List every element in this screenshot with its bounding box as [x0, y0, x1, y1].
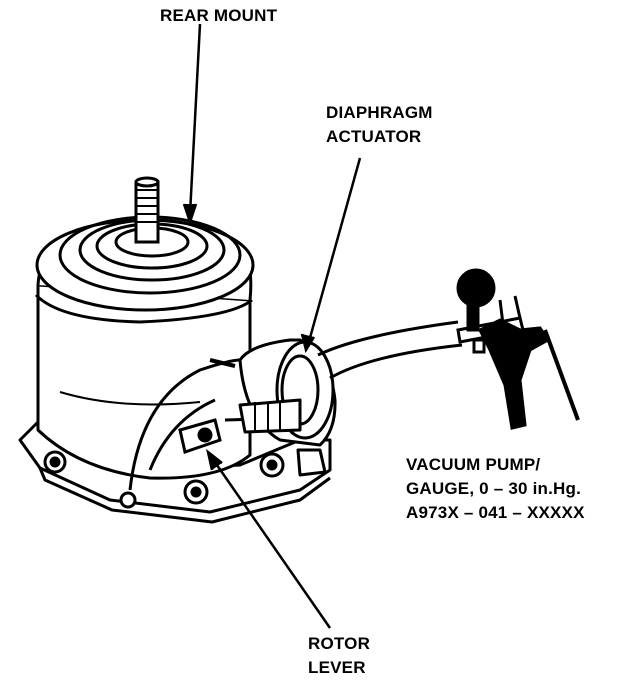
arrow-rotor [206, 448, 223, 471]
vacuum-pump-gauge [456, 268, 580, 430]
label-rear-mount: REAR MOUNT [160, 6, 278, 25]
threaded-stud [134, 176, 160, 244]
arrow-diaphragm [300, 333, 316, 354]
label-pump-line3: A973X – 041 – XXXXX [406, 503, 585, 522]
label-diaphragm-line1: DIAPHRAGM [326, 103, 433, 122]
vacuum-hose [317, 320, 463, 380]
label-pump-line2: GAUGE, 0 – 30 in.Hg. [406, 479, 581, 498]
leader-diaphragm [306, 157, 362, 346]
label-diaphragm-line2: ACTUATOR [326, 127, 421, 146]
leader-rear-mount [188, 23, 202, 215]
label-rotor-line2: LEVER [308, 658, 366, 677]
arrow-rear-mount [182, 203, 198, 226]
flange-bolt [43, 450, 67, 474]
flange-bolt [259, 452, 285, 478]
cutaway-window [128, 358, 241, 491]
leader-lines [182, 23, 362, 629]
label-rotor-line1: ROTOR [308, 634, 370, 653]
leader-rotor [208, 454, 332, 629]
flange-bolt [119, 491, 137, 509]
label-pump-line1: VACUUM PUMP/ [406, 455, 540, 474]
flange-bolt [183, 479, 209, 505]
